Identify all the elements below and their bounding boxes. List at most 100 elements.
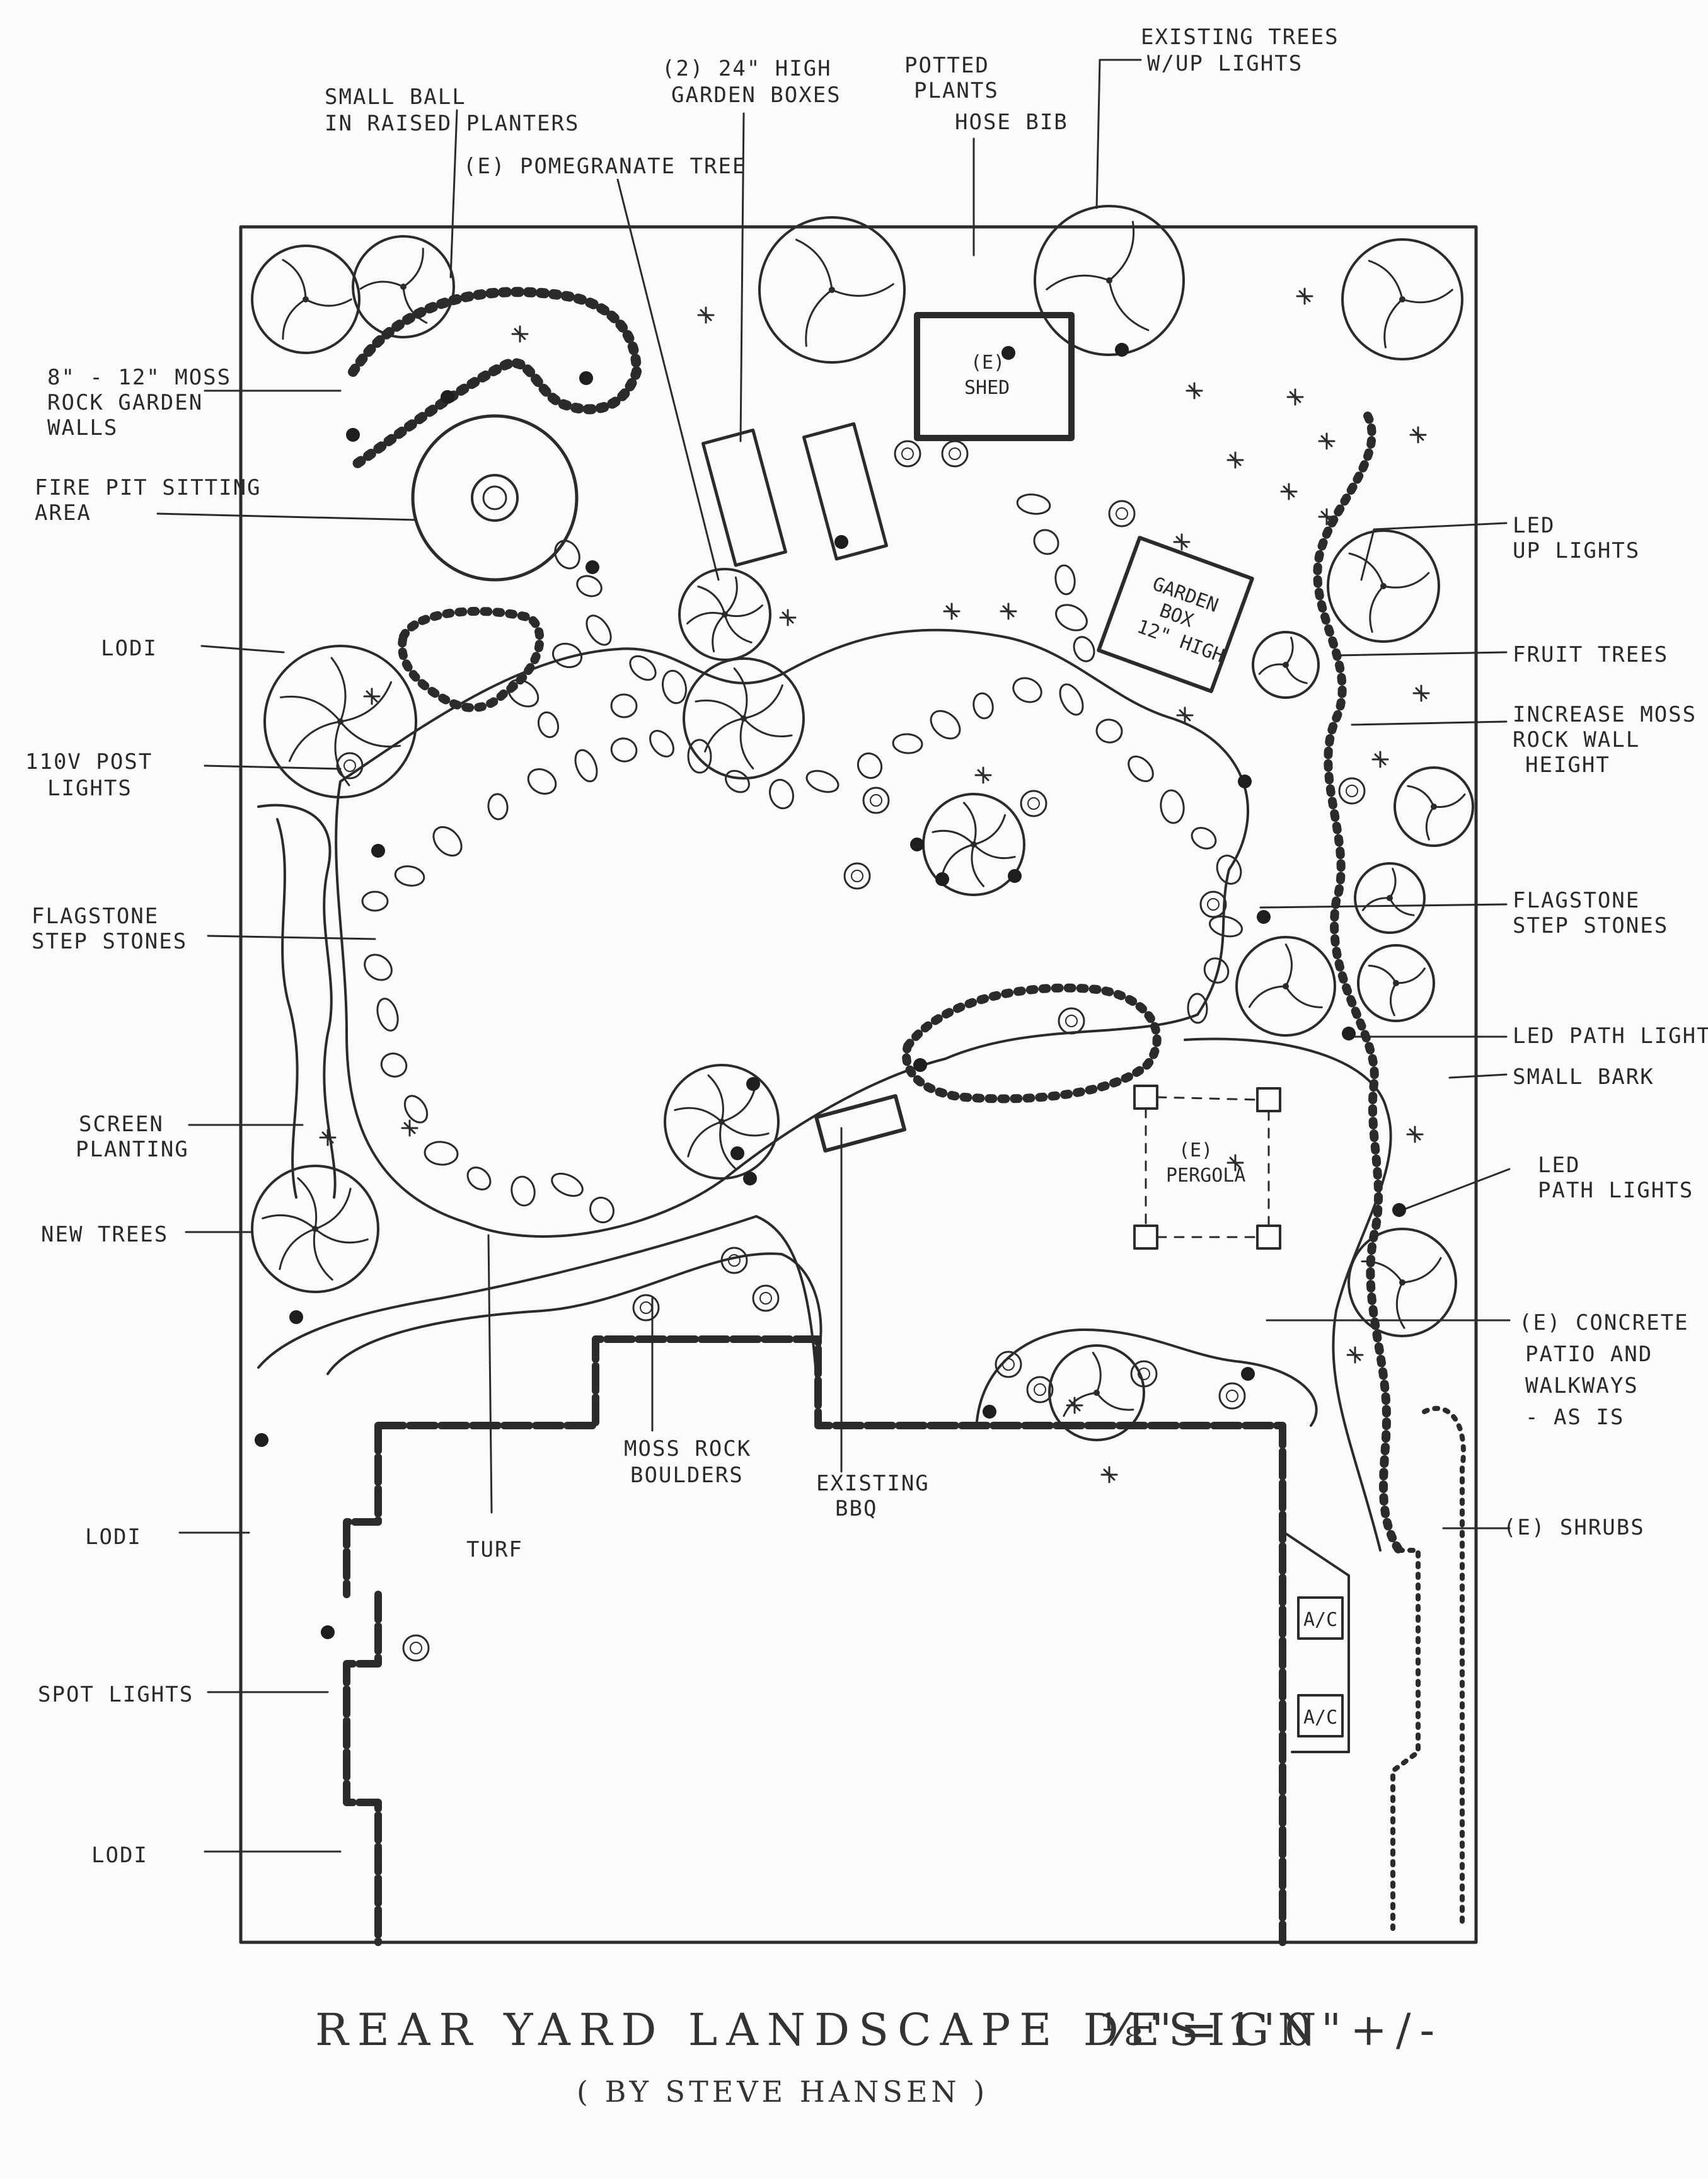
accent-plant <box>1280 483 1298 500</box>
tree-symbol <box>263 645 417 798</box>
patio-edge <box>1184 1037 1392 1552</box>
tree-symbol <box>758 216 906 364</box>
step-stone <box>1055 604 1088 631</box>
step-stone <box>586 614 612 646</box>
step-stone <box>380 1052 408 1078</box>
step-stone <box>466 1167 492 1190</box>
accent-boulder <box>843 862 871 890</box>
accent-boulder <box>1199 890 1227 918</box>
garden-box-1 <box>701 429 787 567</box>
accent-boulder <box>1218 1382 1246 1410</box>
step-stone <box>1054 564 1076 596</box>
step-stone <box>805 769 840 793</box>
step-stone <box>403 1095 429 1124</box>
accent-plant <box>974 766 992 784</box>
accent-shrub <box>730 1146 744 1160</box>
accent-shrub <box>441 390 454 404</box>
accent-shrub <box>746 1077 760 1091</box>
tree-symbol <box>1235 936 1336 1037</box>
accent-plant <box>1296 287 1313 305</box>
garden-box-12 <box>1097 536 1254 693</box>
bbq <box>814 1094 907 1153</box>
accent-shrub <box>586 560 599 574</box>
tree-symbol <box>1347 1228 1457 1337</box>
accent-shrub <box>935 872 949 886</box>
step-stone <box>610 737 638 763</box>
accent-shrub <box>1115 343 1129 357</box>
step-stone <box>537 711 560 739</box>
turf-outline <box>335 628 1249 1238</box>
accent-boulder <box>1338 777 1366 805</box>
accent-shrub <box>1008 869 1022 883</box>
accent-shrub <box>289 1310 303 1324</box>
step-stone <box>687 739 712 774</box>
step-stone <box>857 752 883 779</box>
step-stone <box>1012 677 1042 703</box>
tree-symbol <box>251 1165 379 1293</box>
tree-symbol <box>1034 205 1185 356</box>
step-stone <box>1216 855 1242 885</box>
label-pergola: (E)PERGOLA <box>1166 1139 1245 1187</box>
label-ac-2: A/C <box>1303 1707 1337 1729</box>
step-stone <box>1073 636 1095 662</box>
step-stone <box>527 768 557 795</box>
step-stone <box>551 1172 584 1197</box>
ac-unit-1 <box>1297 1596 1344 1640</box>
tree-symbol <box>678 568 771 661</box>
property-boundary <box>239 225 1478 1944</box>
step-stone <box>649 730 674 758</box>
walkway-edge <box>257 1215 821 1427</box>
label-fruit-trees: FRUIT TREES <box>1513 642 1668 667</box>
accent-plant <box>1409 426 1427 444</box>
house-footprint <box>343 1335 1286 1946</box>
step-stone <box>551 642 583 669</box>
accent-shrub <box>1241 1367 1255 1381</box>
accent-plant <box>319 1129 337 1146</box>
accent-shrub <box>1257 910 1271 924</box>
accent-plant <box>943 602 961 620</box>
accent-plant <box>1100 1466 1118 1484</box>
accent-plant <box>1000 602 1017 620</box>
fire-pit <box>471 474 519 522</box>
step-stone <box>364 954 393 981</box>
accent-boulder <box>752 1284 780 1312</box>
step-stone <box>424 1141 459 1166</box>
step-stone <box>394 865 425 887</box>
label-small-bark: SMALL BARK <box>1513 1064 1654 1090</box>
accent-shrub <box>579 371 593 385</box>
step-stone <box>725 769 750 793</box>
fire-pit-inner <box>482 485 507 510</box>
accent-shrub <box>1342 1027 1356 1040</box>
step-stone <box>574 749 598 783</box>
step-stone <box>1016 493 1051 515</box>
shed <box>914 312 1075 441</box>
step-stone <box>1187 993 1208 1024</box>
label-ac-1: A/C <box>1303 1609 1337 1631</box>
accent-boulder <box>632 1294 660 1322</box>
accent-plant <box>1406 1126 1424 1143</box>
planter-bottom <box>326 1252 822 1427</box>
label-pomegranate: (E) POMEGRANATE TREE <box>463 154 746 179</box>
accent-boulder <box>894 440 921 468</box>
label-lodi-1: LODI <box>101 636 158 661</box>
accent-plant <box>1286 388 1304 406</box>
plan-title: REAR YARD LANDSCAPE DESIGN <box>315 2004 1325 2056</box>
step-stone <box>1203 957 1230 984</box>
step-stone <box>769 778 794 810</box>
accent-plant <box>1176 706 1194 724</box>
plan-author: ( BY STEVE HANSEN ) <box>577 2075 988 2109</box>
label-spot-lights: SPOT LIGHTS <box>38 1682 193 1707</box>
label-turf: TURF <box>466 1537 523 1562</box>
step-stone <box>432 826 463 857</box>
step-stone <box>1160 789 1185 824</box>
accent-boulder <box>1026 1376 1054 1403</box>
garden-box-2 <box>802 422 888 561</box>
label-led-path-lights-1: LED PATH LIGHTS <box>1513 1023 1708 1049</box>
accent-shrub <box>346 428 360 442</box>
step-stone <box>1095 718 1123 744</box>
